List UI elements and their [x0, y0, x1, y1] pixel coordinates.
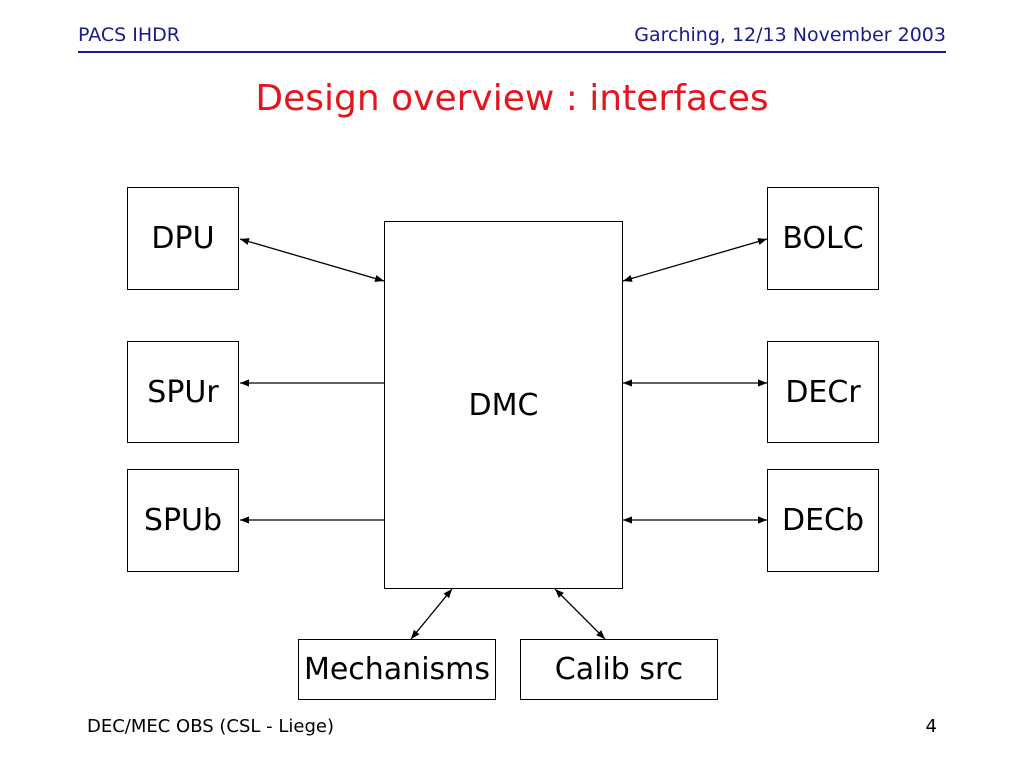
spur-box: SPUr	[127, 341, 239, 443]
dmc-box: DMC	[384, 221, 623, 589]
page-number: 4	[925, 716, 937, 737]
calib-src-box: Calib src	[520, 639, 718, 700]
dmc-calib-src-connector	[554, 588, 606, 640]
decb-box: DECb	[767, 469, 879, 572]
decr-box: DECr	[767, 341, 879, 443]
dmc-mechanisms-connector	[410, 588, 453, 640]
bolc-box: BOLC	[767, 187, 879, 290]
mechanisms-box: Mechanisms	[298, 639, 496, 700]
spub-box: SPUb	[127, 469, 239, 572]
dpu-box: DPU	[127, 187, 239, 290]
footer-left-text: DEC/MEC OBS (CSL - Liege)	[87, 716, 335, 737]
dmc-bolc-connector	[622, 238, 768, 282]
header-right-text: Garching, 12/13 November 2003	[634, 24, 946, 46]
dmc-dpu-connector	[239, 238, 385, 282]
slide-title: Design overview : interfaces	[255, 78, 769, 119]
header-left-text: PACS IHDR	[78, 24, 180, 46]
header-divider	[78, 51, 946, 53]
